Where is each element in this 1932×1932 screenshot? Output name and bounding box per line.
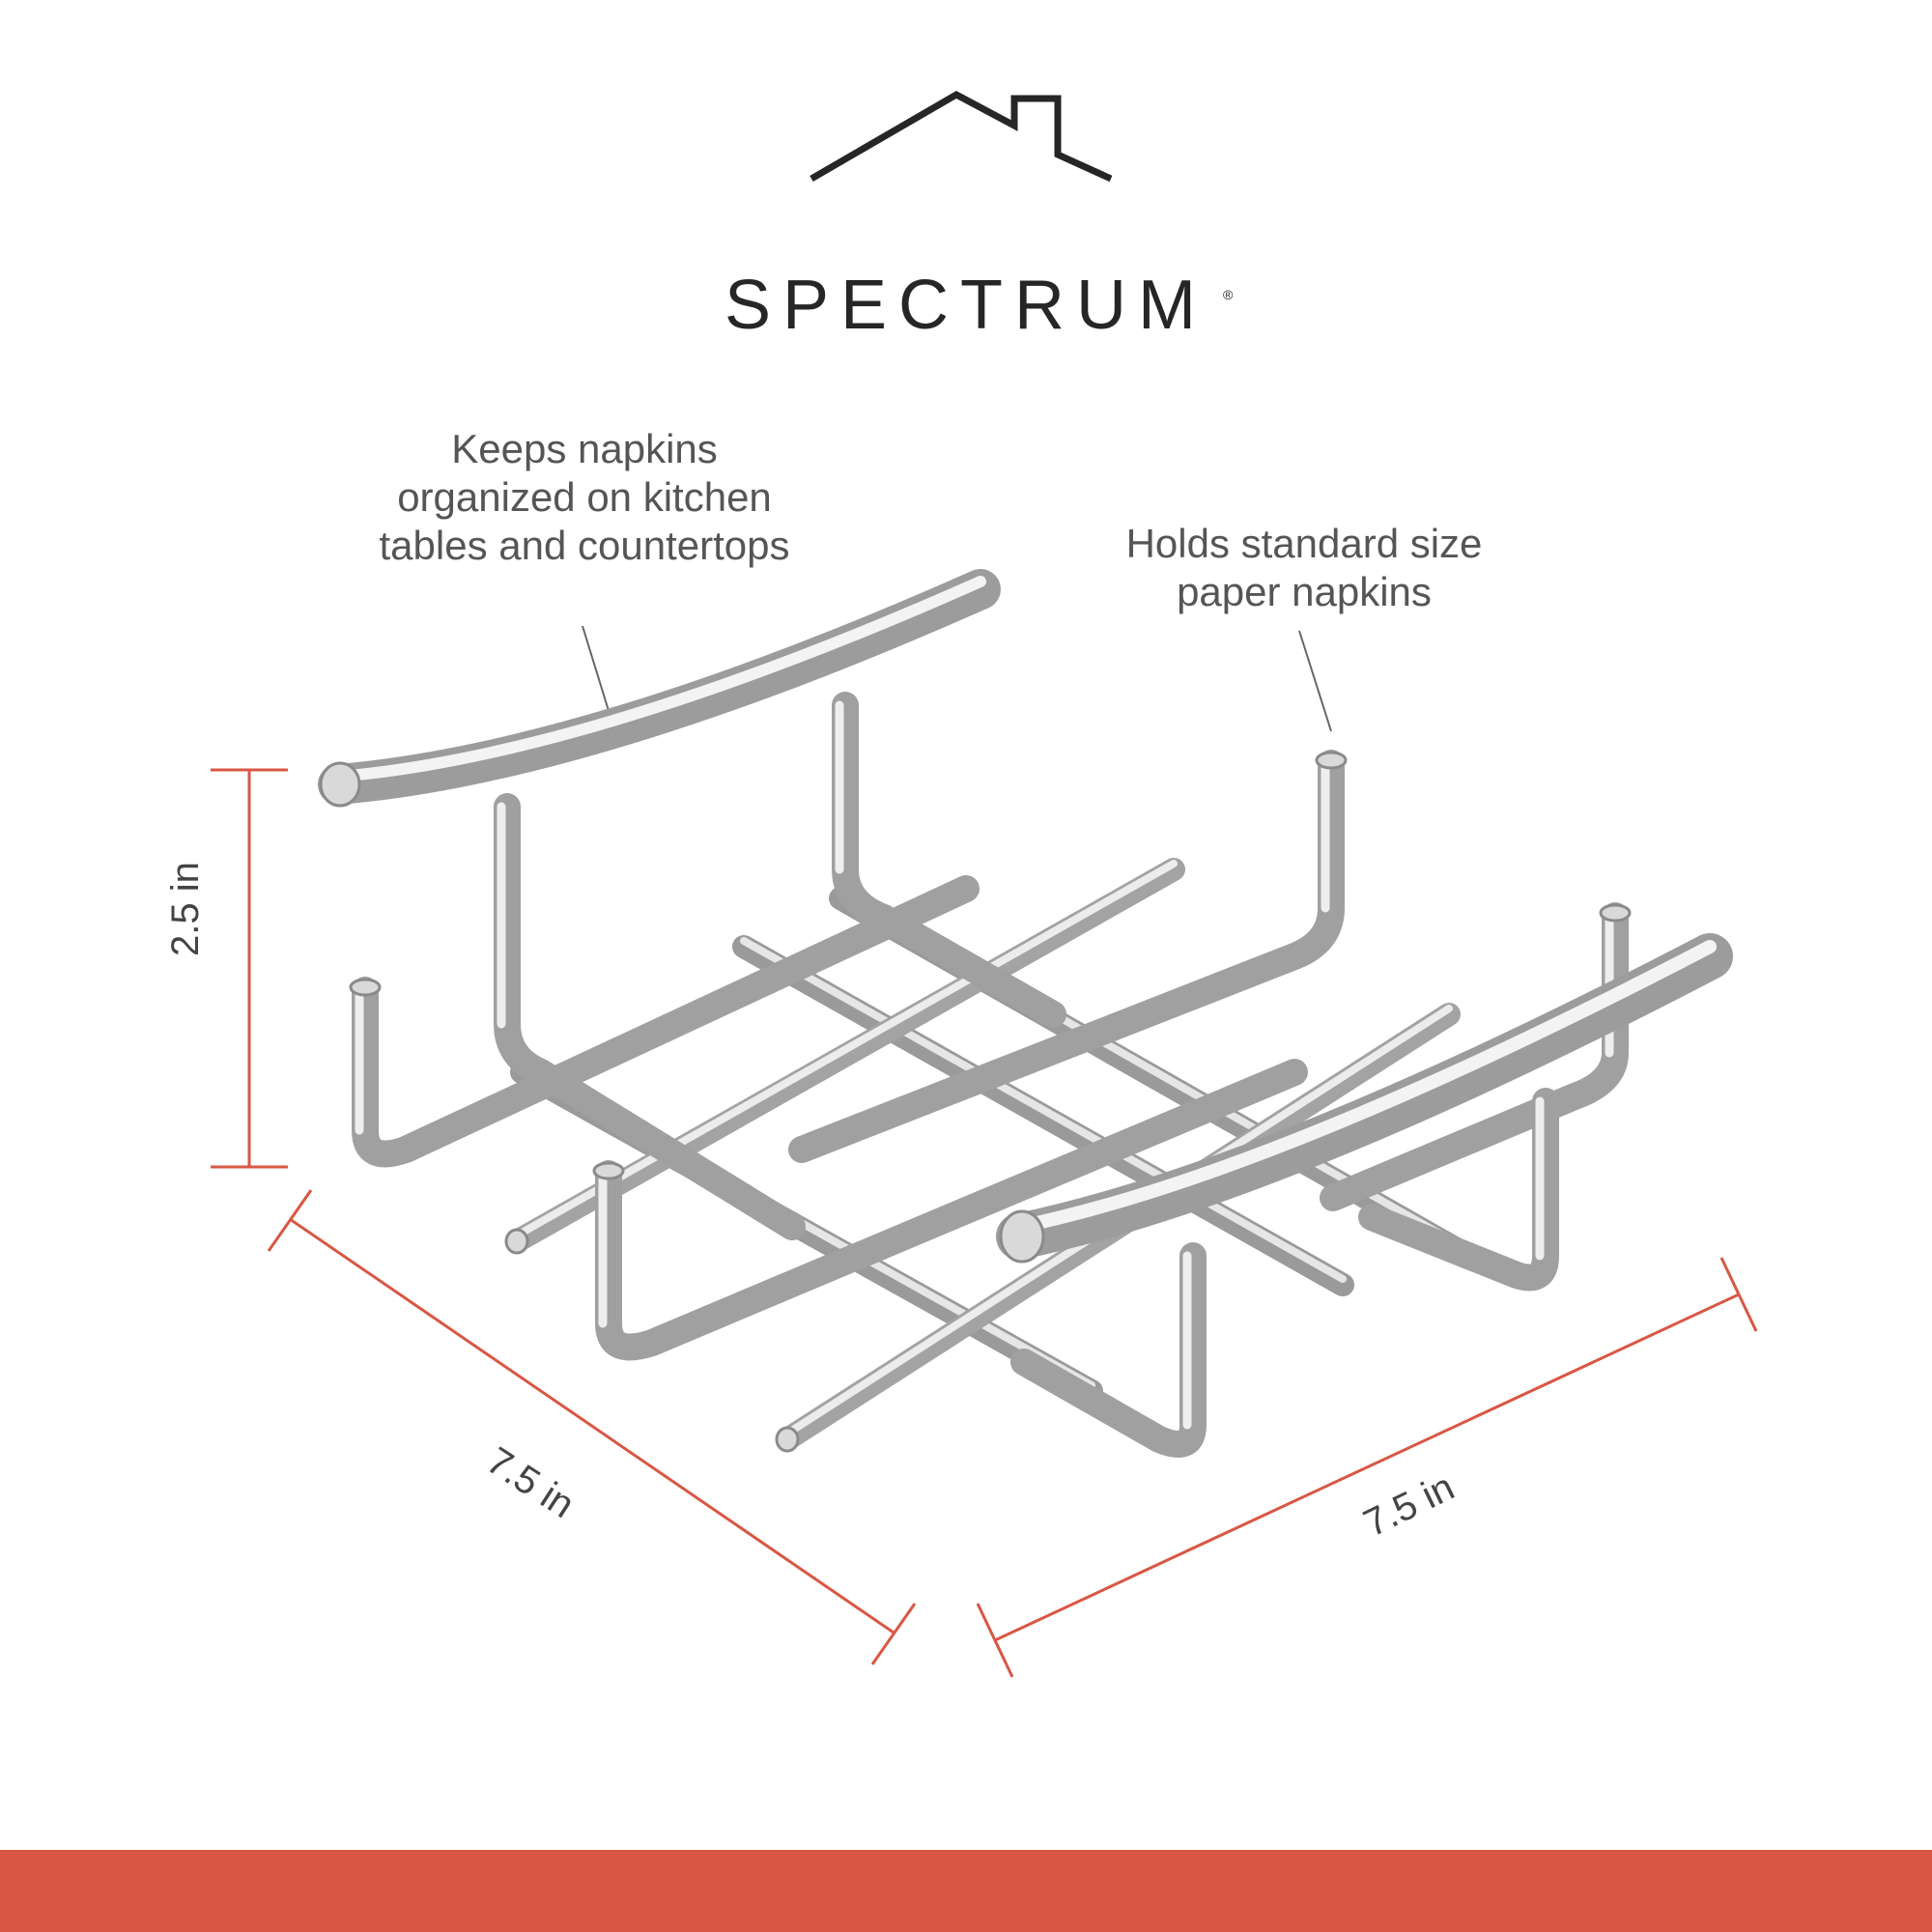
dimension-lines [211, 768, 1758, 1678]
callout-leader-right [1298, 630, 1332, 732]
wire-frame [318, 569, 1733, 1458]
brand-name: SPECTRUM [724, 267, 1208, 344]
brand-logo: SPECTRUM ® [676, 87, 1256, 344]
house-roof-icon [810, 90, 1113, 183]
rod-end-caps [319, 751, 1632, 1453]
callout-napkin-size: Holds standard size paper napkins [1125, 521, 1483, 614]
callout-organized: Keeps napkins organized on kitchen table… [379, 426, 790, 568]
footer-accent-bar [0, 1850, 1932, 1932]
registered-mark: ® [1223, 287, 1234, 302]
dimension-height-label: 2.5 in [164, 862, 207, 956]
